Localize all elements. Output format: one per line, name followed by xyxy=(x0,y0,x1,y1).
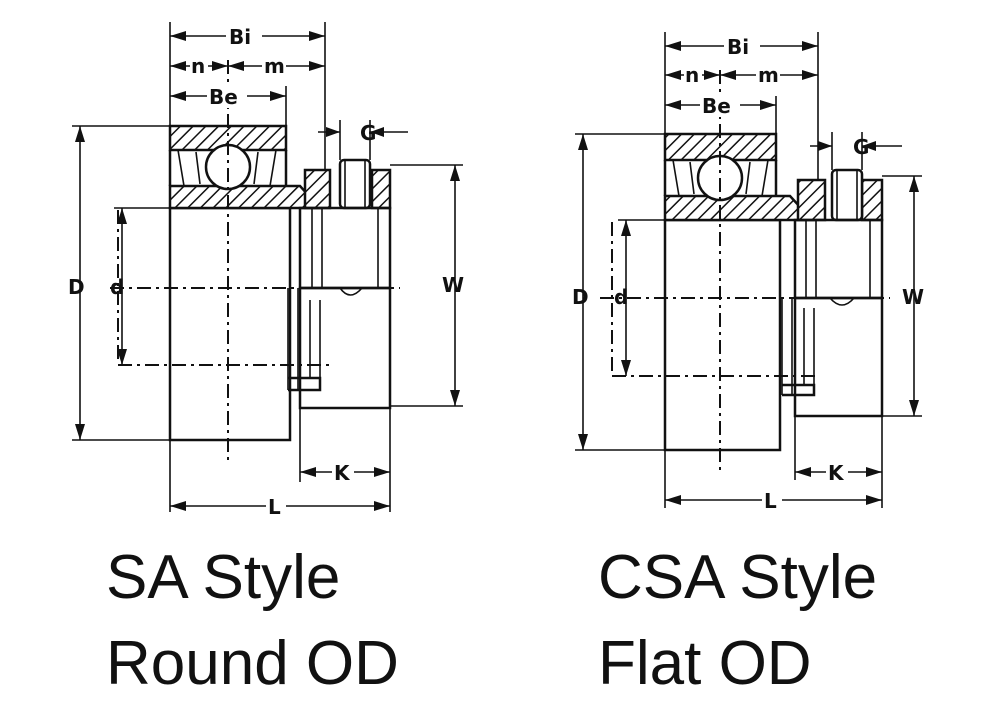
sa-label-Bi: Bi xyxy=(229,25,251,49)
sa-collar-upper xyxy=(298,206,392,290)
csa-label-Bi: Bi xyxy=(727,35,749,59)
sa-inner-ring-body xyxy=(168,206,292,442)
csa-label-n: n xyxy=(685,63,699,87)
csa-inner-ring-body xyxy=(663,218,782,452)
sa-label-d: d xyxy=(110,275,124,299)
sa-caption-line1: SA Style xyxy=(106,543,341,612)
csa-inner-ring xyxy=(663,194,815,222)
sa-label-m: m xyxy=(264,54,285,78)
csa-collar-lower xyxy=(793,296,884,418)
csa-label-L: L xyxy=(764,489,777,513)
csa-collar-right xyxy=(860,178,884,222)
sa-label-L: L xyxy=(268,495,281,519)
sa-style-drawing: D d W Bi n m Be xyxy=(68,22,464,519)
csa-label-Be: Be xyxy=(702,94,731,118)
csa-label-D: D xyxy=(572,285,589,309)
sa-label-K: K xyxy=(334,461,351,485)
csa-label-m: m xyxy=(758,63,779,87)
csa-collar-left xyxy=(796,178,827,222)
csa-label-K: K xyxy=(828,461,845,485)
csa-label-d: d xyxy=(614,285,628,309)
sa-caption-line2: Round OD xyxy=(106,629,399,698)
csa-style-drawing: D d W Bi n m Be xyxy=(572,32,924,513)
sa-inner-ring xyxy=(168,184,323,210)
csa-collar-upper xyxy=(793,218,884,300)
sa-label-W: W xyxy=(442,273,464,297)
sa-label-n: n xyxy=(191,54,205,78)
sa-collar-left xyxy=(303,168,332,210)
csa-caption-line2: Flat OD xyxy=(598,629,812,698)
sa-label-Be: Be xyxy=(209,85,238,109)
csa-label-W: W xyxy=(902,285,924,309)
csa-label-G: G xyxy=(853,135,869,159)
sa-label-G: G xyxy=(360,121,376,145)
csa-caption-line1: CSA Style xyxy=(598,543,878,612)
sa-label-D: D xyxy=(68,275,85,299)
sa-collar-right xyxy=(370,168,392,210)
